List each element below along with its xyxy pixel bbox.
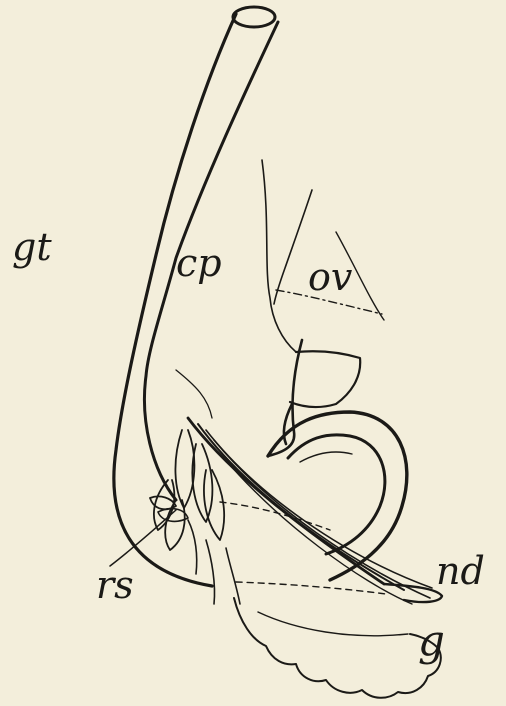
label-gt: gt [12, 228, 52, 266]
ovary-body [290, 351, 360, 407]
lobe-10 [226, 548, 240, 604]
duct-dashed-2 [236, 582, 386, 594]
ovary-lower-band [284, 404, 292, 444]
lobe-8 [188, 520, 197, 574]
loop-inner [288, 435, 385, 554]
label-ov: ov [308, 258, 352, 296]
gland-outline [234, 598, 441, 698]
ovary-stalk-right [274, 190, 312, 304]
lobe-4 [154, 480, 174, 530]
ducts [188, 418, 442, 604]
oviduct-loop [268, 412, 407, 580]
lobe-2 [192, 444, 212, 522]
lobe-3 [204, 470, 224, 540]
lobe-9 [206, 540, 215, 604]
tube-inner-line [176, 370, 212, 418]
label-rs: rs [96, 566, 134, 604]
ovary [262, 160, 384, 456]
ovary-stalk-left [262, 160, 296, 352]
tube-opening [233, 7, 275, 27]
gland [234, 598, 441, 698]
label-nd: nd [436, 552, 485, 590]
gland-inner-edge [258, 612, 408, 636]
label-g: g [418, 620, 445, 662]
duct-tip [384, 584, 442, 602]
loop-inner-thin [300, 452, 352, 462]
loop-outer [268, 412, 407, 580]
label-cp: cp [176, 244, 222, 282]
